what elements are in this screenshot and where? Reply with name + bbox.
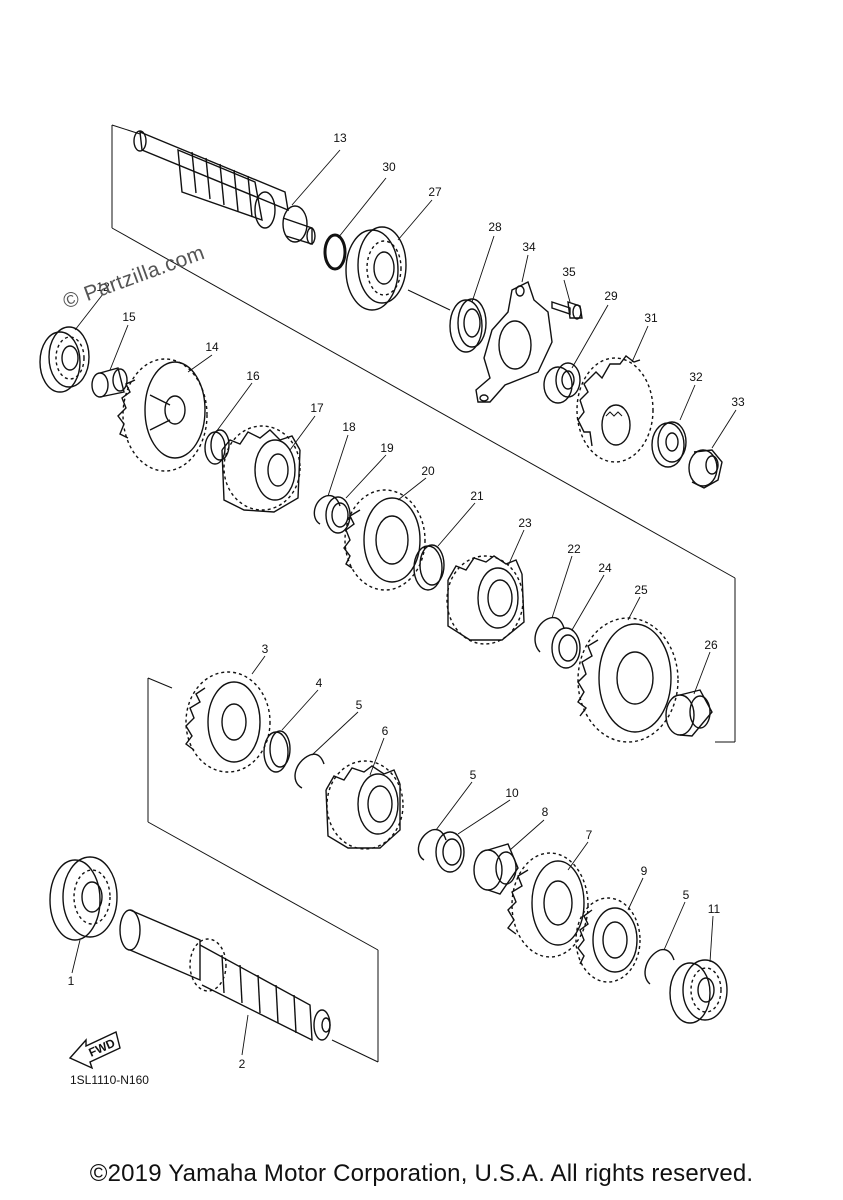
gear-9 (575, 897, 641, 983)
leader-lines (71, 149, 737, 1056)
callout-3: 3 (262, 642, 269, 656)
gear-14 (117, 358, 208, 472)
drive-axle (119, 909, 331, 1042)
callout-20: 20 (421, 464, 435, 478)
lock-washer (651, 421, 687, 468)
callout-10: 10 (505, 786, 519, 800)
washer-10 (435, 831, 465, 873)
callout-labels: 13 30 27 28 34 35 29 31 32 33 12 15 14 1… (68, 131, 745, 1071)
collar (543, 362, 581, 404)
gear-23 (446, 555, 525, 645)
callout-31: 31 (644, 311, 658, 325)
bearing-drive (49, 856, 118, 941)
gear-3 (185, 671, 271, 773)
gear-20 (343, 489, 426, 591)
nut (688, 449, 723, 489)
callout-14: 14 (205, 340, 219, 354)
callout-23: 23 (518, 516, 532, 530)
o-ring (323, 233, 347, 271)
upper-assembly-frame (111, 124, 736, 743)
gear-25 (577, 617, 679, 743)
copyright-notice: ©2019 Yamaha Motor Corporation, U.S.A. A… (89, 1160, 754, 1187)
callout-5b: 5 (470, 768, 477, 782)
collar-26 (665, 689, 713, 737)
washer-4 (263, 730, 291, 773)
callout-15: 15 (122, 310, 136, 324)
callout-17: 17 (310, 401, 324, 415)
bearing-main-axle (345, 226, 407, 311)
bearing-left (39, 326, 90, 393)
washer-24 (551, 627, 581, 669)
callout-13: 13 (333, 131, 347, 145)
washer-19 (325, 496, 351, 534)
callout-35: 35 (562, 265, 576, 279)
bolt (551, 300, 583, 320)
callout-19: 19 (380, 441, 394, 455)
callout-5c: 5 (683, 888, 690, 902)
gear-6 (325, 760, 404, 850)
callout-18: 18 (342, 420, 356, 434)
callout-29: 29 (604, 289, 618, 303)
gear-7 (507, 852, 589, 958)
washer-16 (204, 429, 230, 465)
transmission-exploded-diagram: FWD (39, 124, 745, 1071)
washer-21 (413, 544, 445, 591)
diagram-code: 1SL1110-N160 (70, 1073, 149, 1087)
callout-16: 16 (246, 369, 260, 383)
callout-28: 28 (488, 220, 502, 234)
callout-2: 2 (239, 1057, 246, 1071)
callout-22: 22 (567, 542, 581, 556)
circlip-5c (644, 948, 675, 985)
needle-collar (91, 367, 128, 398)
main-axle (133, 130, 316, 245)
callout-6: 6 (382, 724, 389, 738)
circlip-5a (294, 753, 325, 789)
bearing-right (669, 959, 728, 1024)
drive-sprocket (576, 355, 654, 463)
needle-bearing (473, 843, 519, 895)
callout-26: 26 (704, 638, 718, 652)
lower-assembly-frame (147, 677, 379, 1063)
callout-4: 4 (316, 676, 323, 690)
callout-1: 1 (68, 974, 75, 988)
callout-32: 32 (689, 370, 703, 384)
callout-11: 11 (708, 902, 721, 916)
callout-12: 12 (96, 280, 110, 294)
callout-8: 8 (542, 805, 549, 819)
oil-seal (449, 298, 487, 353)
circlip-5b (417, 828, 447, 861)
callout-33: 33 (731, 395, 745, 409)
callout-5a: 5 (356, 698, 363, 712)
callout-24: 24 (598, 561, 612, 575)
callout-21: 21 (470, 489, 484, 503)
chain-guide-plate (475, 281, 553, 403)
callout-30: 30 (382, 160, 396, 174)
axle-centerline-1 (407, 289, 451, 311)
callout-25: 25 (634, 583, 648, 597)
fwd-arrow-icon (68, 1031, 121, 1070)
callout-34: 34 (522, 240, 536, 254)
gear-17 (221, 425, 301, 513)
callout-7: 7 (586, 828, 593, 842)
callout-27: 27 (428, 185, 442, 199)
callout-9: 9 (641, 864, 648, 878)
